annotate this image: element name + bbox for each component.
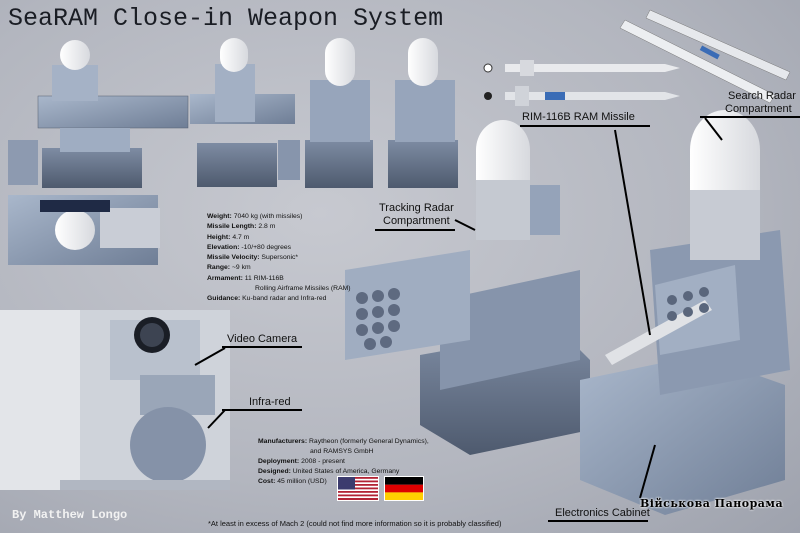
spec-elevation: Elevation: -10/+80 degrees (207, 243, 292, 251)
watermark-logo: Військова Панорама (640, 497, 784, 510)
spec-armament: Armament: 11 RIM-116B (207, 274, 284, 282)
callout-search-radar-1: Search Radar (728, 90, 796, 102)
specs-list: Weight: 7040 kg (with missiles) Missile … (207, 212, 377, 305)
callout-search-radar-2: Compartment (725, 103, 792, 115)
callout-missile: RIM-116B RAM Missile (522, 111, 635, 123)
sensor-closeup (0, 310, 230, 490)
callout-underline (222, 409, 302, 411)
callout-underline (520, 125, 650, 127)
callout-tracking-radar-1: Tracking Radar (379, 202, 454, 214)
front-view-mount-1 (190, 38, 300, 187)
page-title: SeaRAM Close-in Weapon System (8, 4, 444, 33)
top-view-mount (8, 195, 160, 265)
spec-range: Range: ~9 km (207, 264, 251, 272)
mfr-designed: Designed: United States of America, Germ… (258, 468, 400, 475)
spec-armament-detail: Rolling Airframe Missiles (RAM) (255, 285, 351, 293)
mfr-manufacturers-2: and RAMSYS GmbH (310, 448, 374, 455)
callout-underline (222, 346, 302, 348)
us-flag-icon (337, 476, 379, 501)
callout-infra-red: Infra-red (249, 396, 291, 408)
render-mount-right (580, 110, 790, 515)
mfr-manufacturers: Manufacturers: Raytheon (formerly Genera… (258, 438, 429, 445)
germany-flag-icon (384, 476, 424, 501)
callout-video-camera: Video Camera (227, 333, 298, 345)
missile-top-view (483, 60, 680, 76)
spec-missile-length: Missile Length: 2.8 m (207, 223, 276, 231)
rear-view-mount (388, 38, 458, 188)
side-view-mount (8, 40, 189, 188)
footnote: *At least in excess of Mach 2 (could not… (208, 519, 502, 528)
mfr-deployment: Deployment: 2008 - present (258, 458, 345, 465)
spec-weight: Weight: 7040 kg (with missiles) (207, 213, 303, 220)
front-view-mount-2 (305, 38, 373, 188)
spec-guidance: Guidance: Ku-band radar and Infra-red (207, 295, 327, 303)
author-credit: By Matthew Longo (12, 508, 128, 522)
missile-perspective-views (619, 9, 791, 104)
render-mount-left (345, 120, 590, 455)
callout-tracking-radar-2: Compartment (383, 215, 450, 227)
callout-electronics: Electronics Cabinet (555, 507, 650, 519)
callout-underline (700, 116, 800, 118)
callout-underline (548, 520, 648, 522)
spec-height: Height: 4.7 m (207, 233, 250, 241)
callout-underline (375, 229, 455, 231)
mfr-cost: Cost: 45 million (USD) (258, 478, 327, 485)
missile-side-view (484, 86, 680, 106)
spec-velocity: Missile Velocity: Supersonic* (207, 254, 299, 262)
manufacturer-info: Manufacturers: Raytheon (formerly Genera… (258, 437, 458, 487)
